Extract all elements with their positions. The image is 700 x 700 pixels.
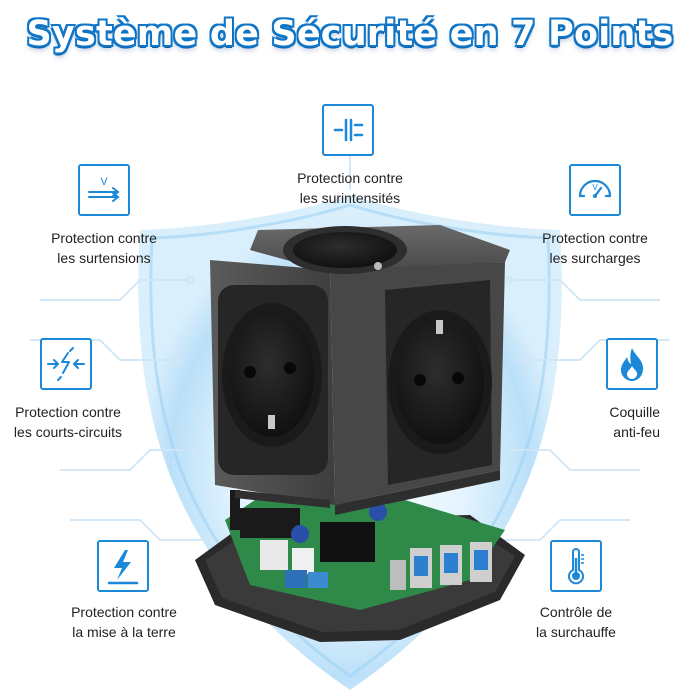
svg-text:V: V [592, 183, 598, 192]
current-divider-icon [333, 118, 364, 142]
feature-surtensions-label: Protection contre les surtensions [51, 230, 157, 266]
feature-surchauffe-label: Contrôle de la surchauffe [536, 604, 616, 640]
thermometer-icon [568, 548, 584, 585]
feature-courts-circuits-icon-box [40, 338, 92, 390]
feature-surcharges-icon-box: V [569, 164, 621, 216]
ground-lightning-icon [107, 550, 139, 585]
feature-terre-label: Protection contre la mise à la terre [71, 604, 177, 640]
short-circuit-icon [47, 347, 85, 381]
svg-text:V: V [100, 176, 108, 188]
feature-surcharges-label: Protection contre les surcharges [542, 230, 648, 266]
feature-surintensites-icon-box [322, 104, 374, 156]
feature-terre-icon-box [97, 540, 149, 592]
feature-surintensites-label: Protection contre les surintensités [297, 170, 403, 206]
feature-surtensions-icon-box: V [78, 164, 130, 216]
voltage-arrow-icon: V [88, 176, 120, 202]
page-title: Système de Sécurité en 7 Points [26, 14, 674, 54]
feature-surchauffe-icon-box [550, 540, 602, 592]
feature-anti-feu-label: Coquille anti-feu [609, 404, 660, 440]
flame-icon [621, 348, 644, 381]
circuit-board [225, 490, 505, 610]
feature-anti-feu-icon-box [606, 338, 658, 390]
power-strip-cube [210, 225, 510, 515]
feature-courts-circuits-label: Protection contre les courts-circuits [13, 404, 123, 440]
gauge-icon: V [578, 179, 612, 198]
circuit-traces [30, 150, 670, 541]
